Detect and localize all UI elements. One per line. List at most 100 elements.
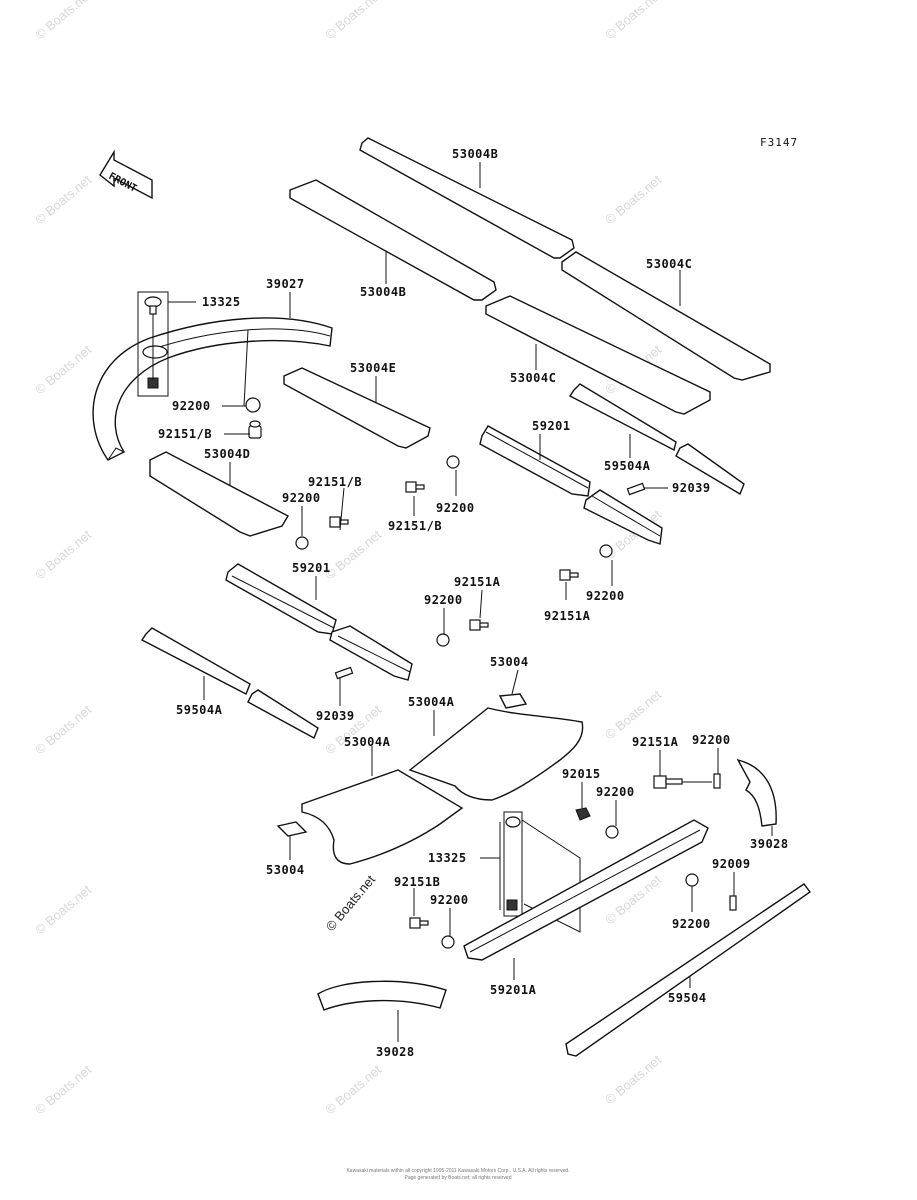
label-92200-g: 92200 (596, 785, 635, 799)
washer-92200-e (599, 544, 613, 558)
label-53004C-right: 53004C (646, 257, 692, 271)
pad-53004-bottom (276, 821, 308, 837)
bolt-92151A-a (469, 619, 489, 631)
label-92200-b: 92200 (436, 501, 475, 515)
mat-53004A-right (408, 707, 584, 801)
label-53004B-left: 53004B (360, 285, 406, 299)
label-53004A-left: 53004A (344, 735, 391, 749)
rivet-92039-left (334, 666, 354, 680)
strip-59504A-right (568, 383, 745, 496)
bolt-92151B-b (405, 481, 425, 493)
label-92039-left: 92039 (316, 709, 355, 723)
label-39028-bottom: 39028 (376, 1045, 415, 1059)
watermark: © Boats.net (602, 687, 664, 743)
label-13325-top: 13325 (202, 295, 241, 309)
washer-92200-f (713, 773, 721, 789)
washer-92200-d (436, 633, 450, 647)
label-92200-f: 92200 (692, 733, 731, 747)
label-53004D: 53004D (204, 447, 250, 461)
label-39028-right: 39028 (750, 837, 789, 851)
watermark: © Boats.net (322, 0, 384, 42)
bolt-92151A-b (559, 569, 579, 581)
screw-92009 (729, 895, 737, 911)
mat-53004C-mid (485, 295, 711, 415)
rail-59201-left-rear (329, 625, 413, 681)
mat-53004B-left (289, 179, 497, 301)
figure-ref-code: F3147 (760, 136, 798, 149)
footer-copyright: Kawasaki materials within all copyright … (346, 1168, 569, 1174)
strip-59504A-left (140, 627, 319, 739)
label-92200-h: 92200 (430, 893, 469, 907)
watermark: © Boats.net (32, 527, 94, 583)
front-arrow: FRONT (99, 149, 153, 200)
bumper-39028-bottom (317, 980, 447, 1011)
label-59201A: 59201A (490, 983, 537, 997)
watermark: © Boats.net (32, 342, 94, 398)
label-92151A-a: 92151A (454, 575, 501, 589)
washer-92200-i (685, 873, 699, 887)
label-92151B-d: 92151B (394, 875, 440, 889)
part-labels: 53004B 53004B 53004C 53004C 13325 39027 … (158, 147, 789, 1059)
watermark: © Boats.net (322, 1062, 384, 1118)
label-92151A-b: 92151A (544, 609, 591, 623)
label-13325-bottom: 13325 (428, 851, 467, 865)
label-53004A-right: 53004A (408, 695, 455, 709)
label-92039-right: 92039 (672, 481, 711, 495)
label-92151B-b: 92151/B (308, 475, 362, 489)
washer-92200-b (446, 455, 460, 469)
bolt-92151B-d (409, 917, 429, 929)
label-59504A-right: 59504A (604, 459, 651, 473)
footer-generated: Page generated by Boats.net; all rights … (404, 1175, 511, 1181)
washer-92200-c (295, 536, 309, 550)
bolt-92151B-c (329, 516, 349, 528)
washer-92200-h (441, 935, 455, 949)
label-92015: 92015 (562, 767, 601, 781)
label-92200-d: 92200 (424, 593, 463, 607)
label-92200-c: 92200 (282, 491, 321, 505)
watermark: © Boats.net (602, 172, 664, 228)
washer-92200-g (605, 825, 619, 839)
watermark: © Boats.net (32, 0, 94, 42)
watermark: © Boats.net (602, 0, 664, 42)
watermark: © Boats.net (32, 702, 94, 758)
mat-53004E (283, 367, 431, 449)
rail-59201-right-rear (583, 489, 663, 545)
strip-59504 (565, 883, 811, 1057)
label-92200-e: 92200 (586, 589, 625, 603)
label-92151B-a: 92151/B (158, 427, 212, 441)
label-59504: 59504 (668, 991, 707, 1005)
mat-53004A-left (301, 769, 464, 865)
label-39027: 39027 (266, 277, 305, 291)
label-53004-bottom: 53004 (266, 863, 305, 877)
label-59504A-left: 59504A (176, 703, 223, 717)
pad-53004-top (498, 693, 528, 709)
nut-92015 (575, 807, 591, 821)
label-92151A-c: 92151A (632, 735, 679, 749)
rail-59201-right (479, 425, 591, 497)
leader-lines (168, 162, 773, 1042)
label-92200-i: 92200 (672, 917, 711, 931)
label-92200-a: 92200 (172, 399, 211, 413)
rail-59201A (463, 819, 709, 961)
watermark: © Boats.net (32, 882, 94, 938)
mat-53004B-top (359, 137, 575, 259)
label-53004E: 53004E (350, 361, 396, 375)
bolt-92151B-a (248, 420, 262, 439)
watermark: © Boats.net (322, 527, 384, 583)
mat-53004D (149, 451, 289, 537)
watermark: © Boats.net (32, 1062, 94, 1118)
label-53004-top: 53004 (490, 655, 529, 669)
watermark: © Boats.net (32, 172, 94, 228)
label-53004B-top: 53004B (452, 147, 498, 161)
label-59201-left: 59201 (292, 561, 331, 575)
fastener-13325-top (137, 291, 169, 397)
label-92151B-c: 92151/B (388, 519, 442, 533)
label-92009: 92009 (712, 857, 751, 871)
bolt-92151A-c (653, 775, 683, 789)
label-59201-right: 59201 (532, 419, 571, 433)
washer-92200-a (245, 397, 261, 413)
watermark: © Boats.net (602, 1052, 664, 1108)
rivet-92039-right (626, 482, 646, 496)
watermark-dark: © Boats.net (323, 872, 379, 934)
